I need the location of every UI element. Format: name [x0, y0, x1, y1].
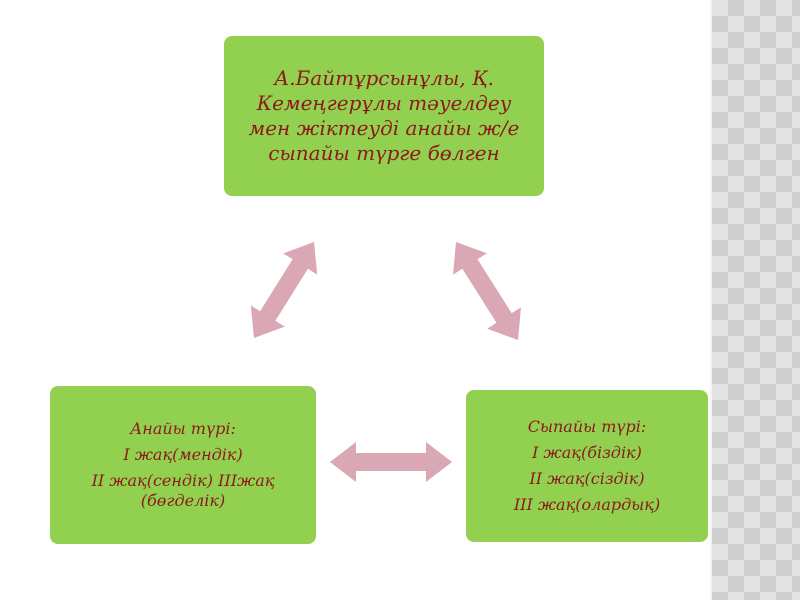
box-right-polite-form: Сыпайы түрі: І жақ(біздік) ІІ жақ(сіздік… — [466, 390, 708, 542]
box-right-line-4: ІІІ жақ(олардық) — [513, 495, 661, 514]
box-top-line-1: А.Байтұрсынұлы, Қ. — [274, 66, 494, 90]
box-right-line-2: І жақ(біздік) — [532, 443, 642, 462]
box-top-line-4: сыпайы түрге бөлген — [268, 141, 500, 165]
arrow-top-left — [250, 242, 318, 338]
box-top-line-2: Кемеңгерұлы тәуелдеу — [256, 91, 512, 115]
box-right-line-1: Сыпайы түрі: — [527, 417, 647, 436]
box-left-rude-form: Анайы түрі: І жақ(мендік) ІІ жақ(сендік)… — [50, 386, 316, 544]
side-decorative-pattern — [712, 0, 800, 600]
box-left-line-1: Анайы түрі: — [130, 419, 236, 438]
arrow-left-right — [330, 442, 452, 482]
side-divider — [710, 0, 712, 600]
box-right-line-3: ІІ жақ(сіздік) — [529, 469, 645, 488]
box-left-line-3: ІІ жақ(сендік) ІІІжақ (бөгделік) — [91, 471, 275, 510]
arrow-top-right — [453, 242, 521, 340]
box-top-summary: А.Байтұрсынұлы, Қ. Кемеңгерұлы тәуелдеу … — [224, 36, 544, 196]
box-top-line-3: мен жіктеуді анайы ж/е — [248, 116, 520, 140]
box-left-line-2: І жақ(мендік) — [123, 445, 243, 464]
